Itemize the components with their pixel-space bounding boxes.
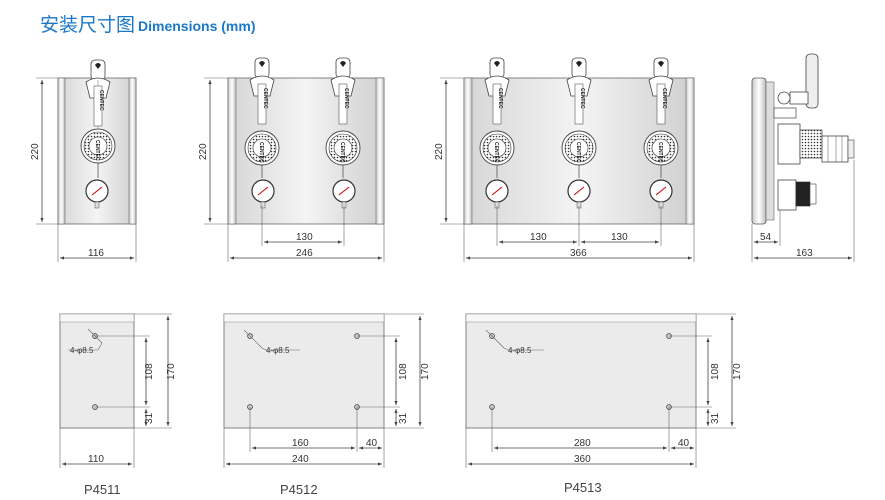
dim-width: 366	[570, 248, 587, 259]
brand-label: CENTEC	[339, 142, 345, 163]
dim-width: 360	[574, 454, 591, 465]
dim-spacing: 130	[530, 232, 547, 243]
model-label: P4512	[280, 482, 318, 497]
front-view-p4511: CENTEC CENTEC 220 116	[30, 59, 137, 262]
hole-label: 4-φ8.5	[266, 346, 290, 355]
model-label: P4511	[84, 482, 121, 497]
dim-edge-offset: 40	[366, 438, 378, 449]
valve-unit: CENTEC CENTEC	[561, 57, 597, 209]
dim-hole-spacing-v: 108	[710, 363, 721, 380]
dim-offset-bottom: 31	[398, 412, 409, 424]
dim-height: 220	[434, 143, 445, 160]
dim-height: 170	[732, 363, 743, 380]
dim-offset-bottom: 31	[144, 412, 155, 424]
front-view-p4512: CENTEC CENTEC CENTEC CENTEC	[198, 57, 385, 262]
brand-label: CENTEC	[575, 142, 581, 163]
dim-depth-total: 163	[796, 248, 813, 259]
brand-label: CENTEC	[258, 142, 264, 163]
dim-offset-bottom: 31	[710, 412, 721, 424]
dim-height: 220	[198, 143, 209, 160]
dim-height: 220	[30, 143, 41, 160]
mount-view-p4511: 4-φ8.5 108 31 170 110 P4511	[59, 313, 177, 497]
dim-hole-spacing-v: 108	[144, 363, 155, 380]
dim-edge-offset: 40	[678, 438, 690, 449]
dim-depth-small: 54	[760, 232, 772, 243]
heart-icon	[95, 63, 101, 69]
valve-unit: CENTEC CENTEC	[325, 57, 361, 209]
dim-width: 240	[292, 454, 309, 465]
title-english: Dimensions (mm)	[138, 18, 256, 34]
brand-label: CENTEC	[497, 88, 503, 109]
dim-height: 170	[166, 363, 177, 380]
model-label: P4513	[564, 480, 602, 495]
title-chinese: 安装尺寸图	[40, 14, 136, 36]
dim-spacing: 130	[611, 232, 628, 243]
valve-unit: CENTEC CENTEC	[244, 57, 280, 209]
brand-label: CENTEC	[661, 88, 667, 109]
dim-hole-spacing-h: 280	[574, 438, 591, 449]
brand-label: CENTEC	[98, 90, 104, 111]
mount-view-p4513: 4-φ8.5 108 31 170 280 40 360 P4513	[465, 313, 743, 495]
valve-unit: CENTEC CENTEC	[80, 59, 116, 209]
hole-label: 4-φ8.5	[70, 346, 94, 355]
side-view: 54 163	[751, 53, 855, 262]
dim-height: 170	[420, 363, 431, 380]
dim-spacing: 130	[296, 232, 313, 243]
dim-width: 246	[296, 248, 313, 259]
brand-label: CENTEC	[262, 88, 268, 109]
brand-label: CENTEC	[657, 142, 663, 163]
brand-label: CENTEC	[94, 140, 100, 161]
brand-label: CENTEC	[493, 142, 499, 163]
dim-width: 110	[88, 454, 104, 465]
valve-unit: CENTEC CENTEC	[479, 57, 515, 209]
front-view-p4513: CENTEC CENTEC CENTEC CENTEC	[434, 57, 695, 262]
hole-label: 4-φ8.5	[508, 346, 532, 355]
dim-hole-spacing-h: 160	[292, 438, 309, 449]
dim-width: 116	[88, 248, 104, 259]
valve-unit: CENTEC CENTEC	[643, 57, 679, 209]
mount-view-p4512: 4-φ8.5 108 31 170 160 40 240 P4512	[223, 313, 431, 497]
brand-label: CENTEC	[343, 88, 349, 109]
brand-label: CENTEC	[579, 88, 585, 109]
dim-hole-spacing-v: 108	[398, 363, 409, 380]
